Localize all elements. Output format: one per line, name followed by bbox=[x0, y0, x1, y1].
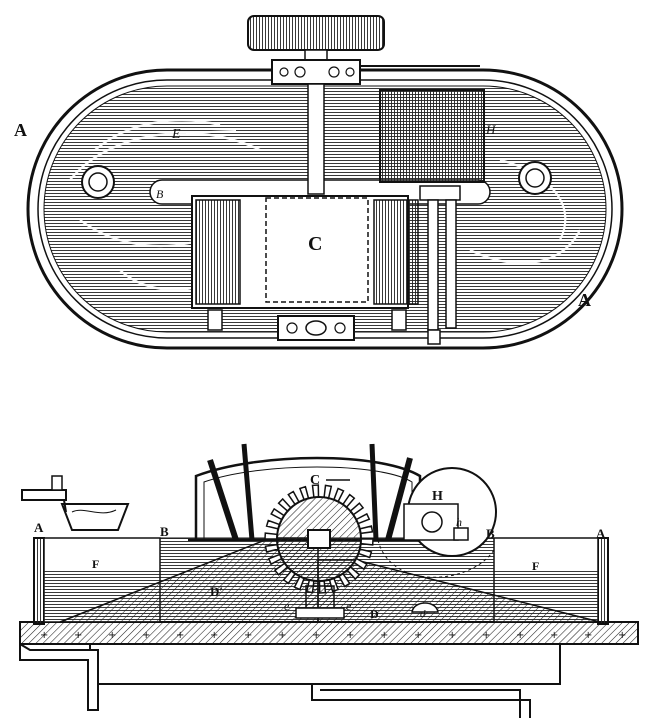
label-h-plan: H bbox=[485, 122, 496, 137]
box-h bbox=[379, 89, 485, 183]
water-tap bbox=[21, 489, 67, 501]
section-view: ++++++++++++++++++ A A B B C H h F F D′ … bbox=[19, 443, 639, 718]
label-b-sec-right: B bbox=[486, 526, 495, 541]
svg-text:+: + bbox=[482, 630, 490, 641]
drain-pipe-right bbox=[311, 684, 531, 718]
svg-text:+: + bbox=[278, 630, 286, 641]
left-post-outer bbox=[81, 165, 115, 199]
label-e: E bbox=[171, 127, 181, 142]
drain-pipe-left bbox=[19, 642, 99, 711]
label-h-sec: H bbox=[432, 489, 443, 504]
label-e-right: e bbox=[346, 599, 352, 613]
svg-text:+: + bbox=[584, 630, 592, 641]
label-d-prime: D′ bbox=[210, 584, 223, 599]
label-d: D bbox=[370, 607, 379, 621]
svg-text:+: + bbox=[176, 630, 184, 641]
label-h-small: h bbox=[456, 515, 462, 529]
water-swirls bbox=[69, 119, 581, 292]
label-a-sec-left: A bbox=[34, 520, 44, 535]
svg-text:+: + bbox=[380, 630, 388, 641]
svg-text:+: + bbox=[40, 630, 48, 641]
bearing-block-top bbox=[271, 59, 361, 85]
svg-text:+: + bbox=[448, 630, 456, 641]
svg-text:+: + bbox=[312, 630, 320, 641]
svg-text:+: + bbox=[210, 630, 218, 641]
label-c-plan: C bbox=[308, 233, 322, 255]
svg-text:+: + bbox=[618, 630, 626, 641]
label-b-sec-left: B bbox=[160, 524, 169, 539]
svg-text:+: + bbox=[414, 630, 422, 641]
tank-wall-right bbox=[597, 537, 609, 625]
svg-text:+: + bbox=[142, 630, 150, 641]
label-f-left: F bbox=[92, 557, 99, 571]
label-e-left: e bbox=[284, 599, 290, 613]
arm-right-a bbox=[385, 457, 413, 541]
vertical-shaft bbox=[307, 83, 325, 195]
paddle-right bbox=[373, 199, 419, 305]
tank-wall-left bbox=[33, 537, 45, 625]
hopper bbox=[60, 503, 130, 531]
svg-text:+: + bbox=[550, 630, 558, 641]
arrow-e bbox=[185, 130, 237, 134]
top-gear-wheel bbox=[247, 15, 385, 51]
connecting-rod bbox=[419, 185, 461, 201]
valve-d bbox=[411, 602, 439, 613]
label-a-right: A bbox=[578, 290, 591, 310]
base-slab bbox=[89, 643, 561, 685]
left-post-inner bbox=[88, 172, 108, 192]
label-d-small: d bbox=[420, 608, 426, 620]
svg-text:+: + bbox=[74, 630, 82, 641]
label-a-left: A bbox=[14, 120, 27, 140]
right-post-inner bbox=[525, 168, 545, 188]
svg-text:+: + bbox=[516, 630, 524, 641]
label-b-plan: B bbox=[156, 187, 164, 201]
label-f-right: F bbox=[532, 559, 539, 573]
wheel-hub bbox=[307, 529, 331, 549]
svg-text:+: + bbox=[346, 630, 354, 641]
arm-left-a bbox=[207, 459, 239, 541]
svg-text:+: + bbox=[244, 630, 252, 641]
rivets: + + + + + + + + + + + + + + + + + + bbox=[40, 630, 626, 641]
label-a-sec-right: A bbox=[596, 526, 606, 541]
plan-view: A A E H B C bbox=[14, 15, 624, 350]
label-c-sec: C bbox=[310, 473, 320, 488]
paddle-left bbox=[195, 199, 241, 305]
center-box-c bbox=[265, 197, 369, 303]
svg-text:+: + bbox=[108, 630, 116, 641]
right-post-outer bbox=[518, 161, 552, 195]
